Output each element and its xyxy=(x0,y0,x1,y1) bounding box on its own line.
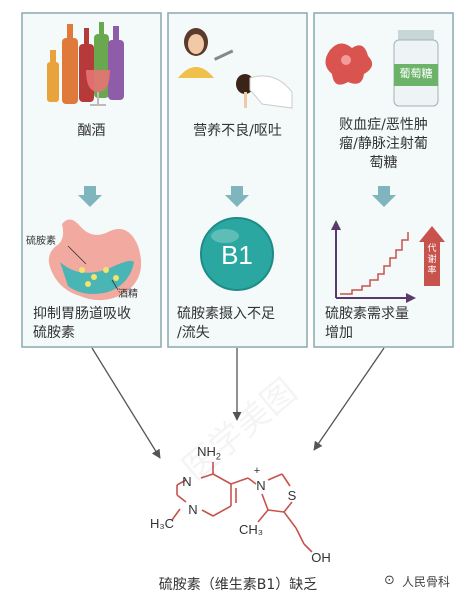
cause-label-sepsis: 败血症/恶性肿 瘤/静脉注射葡 萄糖 xyxy=(339,117,428,171)
thiamine-structure xyxy=(171,462,313,553)
cause-label-alcohol: 酗酒 xyxy=(77,123,106,139)
converge-arrow xyxy=(313,347,385,451)
demand-chart-icon xyxy=(331,220,445,303)
chem-s: S xyxy=(287,488,297,503)
source-icon: ⊙ xyxy=(384,573,395,588)
down-arrow-icon xyxy=(225,186,249,207)
chem-n1: N xyxy=(182,474,192,489)
vitamin-b1-icon xyxy=(200,217,274,291)
chem-oh: OH xyxy=(311,550,331,565)
effect-malnutrition: 硫胺素摄入不足 /流失 xyxy=(177,306,275,341)
result-caption: 硫胺素（维生素B1）缺乏 xyxy=(158,577,318,593)
stomach-icon xyxy=(48,219,142,301)
metabolism-rate-label: 代 谢 率 xyxy=(427,244,437,276)
glucose-bottle-label: 葡萄糖 xyxy=(399,67,433,80)
effect-alcohol: 抑制胃肠道吸收 硫胺素 xyxy=(33,306,131,341)
chem-nh2: NH2 xyxy=(197,444,221,462)
panel-malnutrition xyxy=(167,12,308,348)
converge-arrow xyxy=(91,347,161,459)
chem-n-plus: N xyxy=(256,478,266,493)
source-badge: ⊙ 人民骨科 xyxy=(384,572,470,590)
down-arrow-icon xyxy=(78,186,102,207)
stomach-thiamine-label: 硫胺素 xyxy=(26,236,56,247)
down-arrow-icon xyxy=(372,186,396,207)
chem-ch3: CH₃ xyxy=(238,522,264,537)
malnutrition-people-icon xyxy=(178,28,293,109)
source-name: 人民骨科 xyxy=(402,575,451,589)
chem-n2: N xyxy=(188,502,198,517)
sepsis-glucose-icon xyxy=(325,30,439,107)
chem-plus: + xyxy=(253,465,261,477)
effect-sepsis: 硫胺素需求量 增加 xyxy=(325,306,409,341)
stomach-alcohol-label: 酒精 xyxy=(118,289,138,300)
cause-label-malnutrition: 营养不良/呕吐 xyxy=(193,123,282,139)
alcohol-bottles-icon xyxy=(47,22,124,106)
vitamin-b1-label: B1 xyxy=(221,240,253,270)
chem-h3c: H₃C xyxy=(149,516,175,531)
